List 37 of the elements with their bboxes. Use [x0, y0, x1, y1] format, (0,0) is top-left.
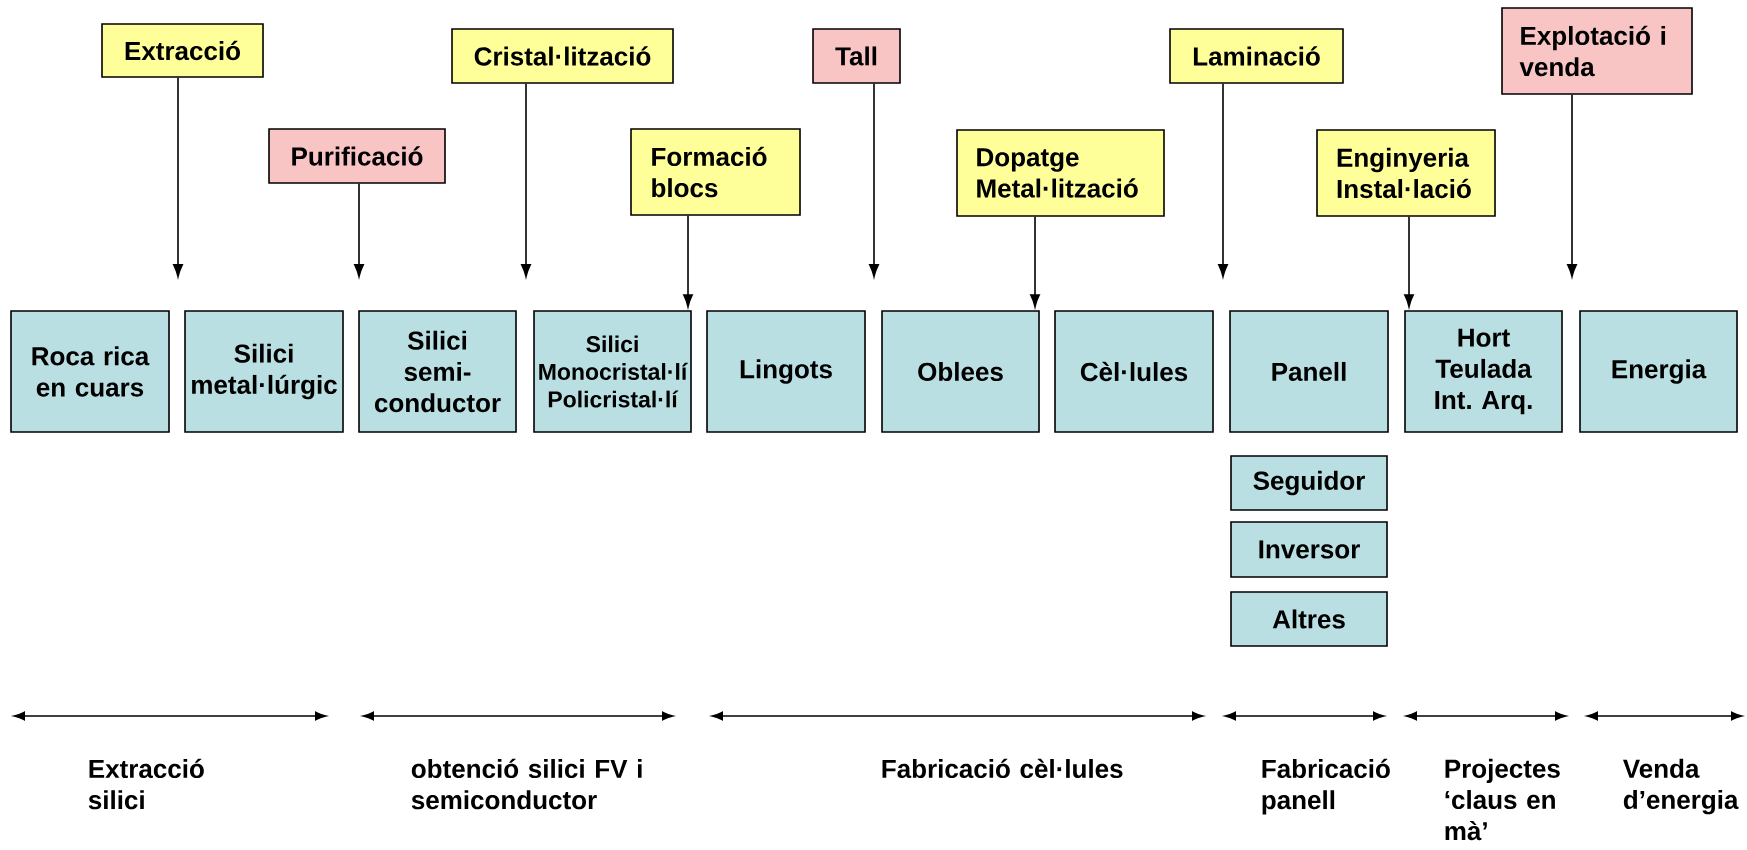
arrow: [869, 83, 879, 278]
phase-label: Fabricació panell: [1262, 758, 1390, 815]
step-box: Tall: [812, 28, 901, 84]
arrow: [1404, 216, 1414, 308]
phase-label: obtenció silici FV i semiconductor: [411, 758, 642, 810]
step-box: Enginyeria Instal·lació: [1316, 129, 1496, 217]
phase-label: Venda d’energia: [1623, 758, 1739, 815]
step-box: Cristal·lització: [451, 28, 674, 84]
phase-label: Projectes ‘claus en mà’: [1445, 758, 1560, 841]
step-box: Laminació: [1169, 28, 1344, 84]
stage-box: Lingots: [706, 310, 866, 433]
arrow: [683, 215, 693, 308]
stage-box: Inversor: [1230, 521, 1388, 578]
phase-label: Fabricació cèl·lules: [882, 758, 1123, 779]
arrow: [1030, 216, 1040, 308]
stage-box: Seguidor: [1230, 455, 1388, 511]
stage-box: Silici metal·lúrgic: [184, 310, 344, 433]
arrow: [1218, 83, 1228, 278]
step-box: Purificació: [268, 128, 446, 184]
arrow: [521, 83, 531, 278]
step-box: Formació blocs: [630, 128, 801, 216]
stage-box: Panell: [1229, 310, 1389, 433]
stage-box: Altres: [1230, 591, 1388, 647]
arrow: [1567, 94, 1577, 278]
step-box: Extracció: [101, 23, 264, 78]
arrow: [354, 183, 364, 278]
phase-label: Extracció silici: [88, 758, 204, 810]
stage-box: Roca rica en cuars: [10, 310, 170, 433]
arrow: [173, 77, 183, 278]
stage-box: Energia: [1579, 310, 1738, 433]
stage-box: Silici Monocristal·lí Policristal·lí: [533, 310, 692, 433]
stage-box: Cèl·lules: [1054, 310, 1214, 433]
stage-box: Hort Teulada Int. Arq.: [1404, 310, 1563, 433]
stage-box: Oblees: [881, 310, 1040, 433]
step-box: Explotació i venda: [1501, 7, 1693, 95]
step-box: Dopatge Metal·lització: [956, 129, 1165, 217]
stage-box: Silici semi- conductor: [358, 310, 517, 433]
